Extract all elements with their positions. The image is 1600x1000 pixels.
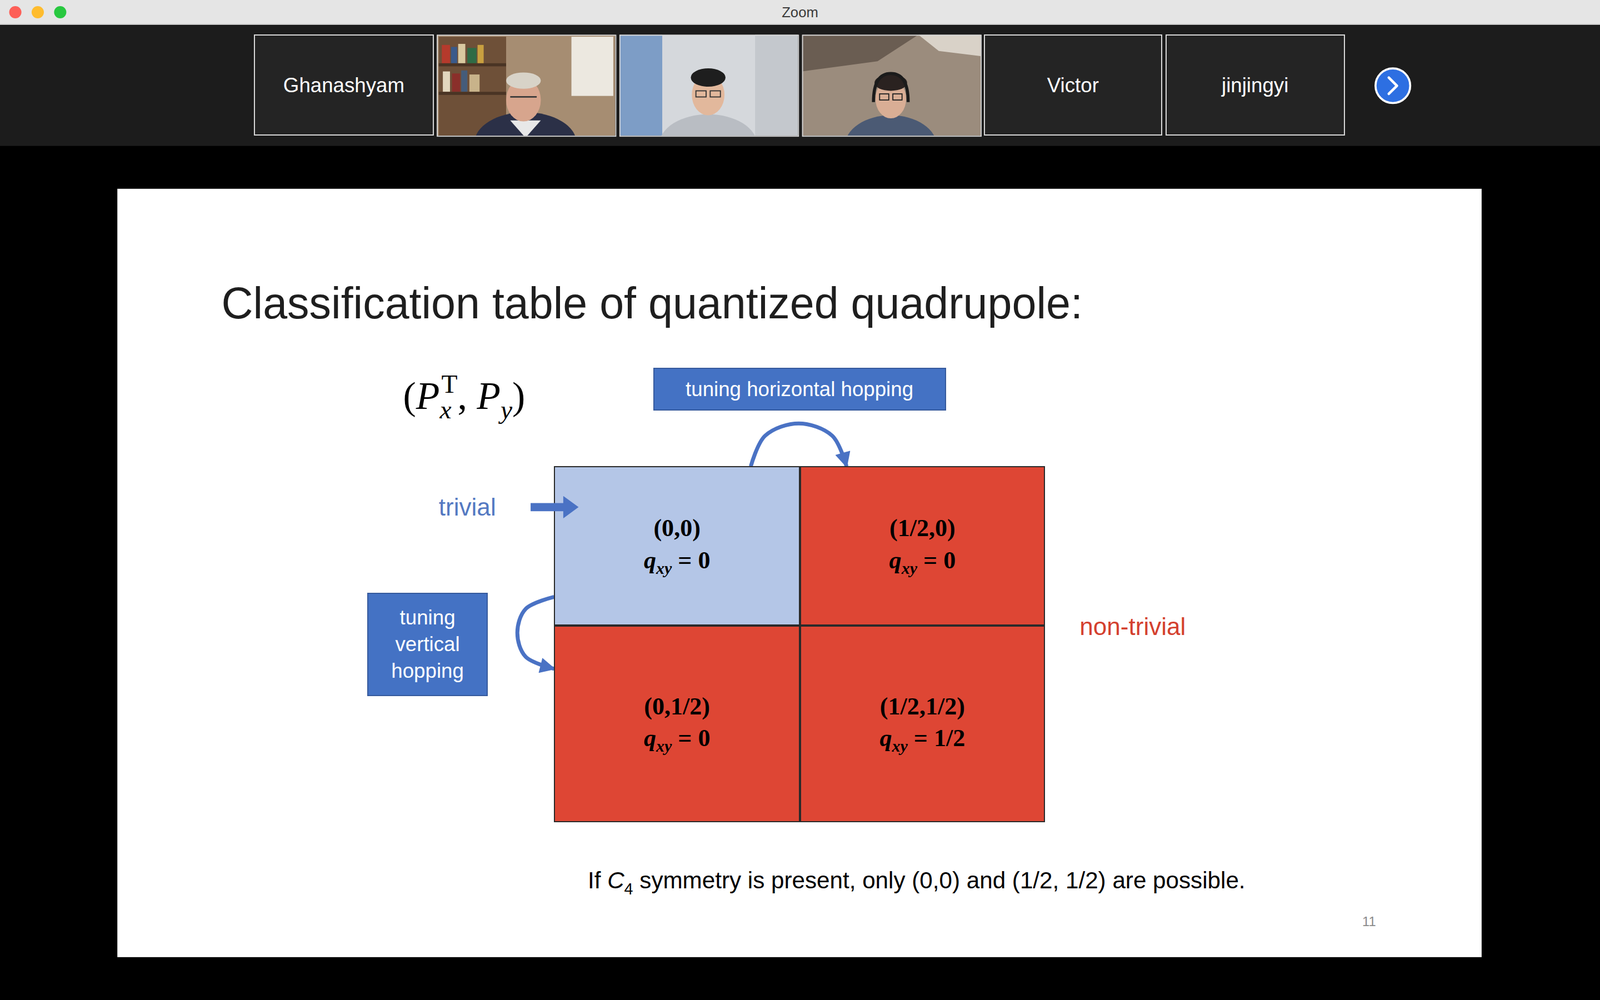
window-title: Zoom [781, 4, 819, 21]
curved-arrow [750, 423, 847, 467]
text-run: xy [656, 558, 672, 578]
pointer-arrowhead [563, 496, 579, 519]
text-run: q [889, 546, 902, 574]
text-run: = 0 [671, 724, 710, 752]
title-bar-edge [0, 23, 1600, 25]
text-run: , [457, 374, 477, 418]
phase-cell: (0,0)qxy = 0 [553, 466, 800, 626]
text-run: If [587, 867, 608, 894]
pointer-arrow [530, 503, 565, 512]
tuning-box: tuning vertical hopping [367, 592, 488, 697]
next-page-button [1375, 68, 1410, 103]
side-label: trivial [438, 493, 497, 522]
node-text: (0,1/2) [643, 690, 710, 723]
text-run: P [416, 374, 440, 418]
text-run: ) [512, 374, 525, 418]
node-text: tuning vertical hopping [368, 604, 487, 684]
tile-border [620, 35, 799, 137]
text-run: xy [901, 558, 918, 578]
node-text: (1/2,1/2) [880, 690, 965, 723]
slide-number: 11 [1362, 913, 1377, 930]
node-text: qxy = 0 [889, 544, 957, 580]
slide [117, 188, 1482, 958]
text-run: = 1/2 [907, 724, 966, 752]
text-run: xy [892, 737, 908, 756]
participant-tile: Victor [983, 34, 1163, 136]
text-run: y [500, 395, 513, 424]
node-text: Victor [1047, 72, 1099, 99]
text-run: ( [403, 374, 417, 418]
tuning-box: tuning horizontal hopping [653, 367, 947, 411]
video-tile [802, 34, 981, 136]
slide-title: Classification table of quantized quadru… [221, 277, 1083, 329]
text-run: q [879, 724, 892, 752]
text-run: xy [656, 737, 672, 756]
chevron-icon [1388, 77, 1398, 94]
participant-tile: Ghanashyam [253, 34, 434, 136]
video-tile [619, 34, 798, 136]
text-run: 4 [624, 879, 634, 898]
text-run: P [476, 374, 501, 418]
math-label: (PxT, Py) [403, 369, 526, 425]
title-bar [0, 0, 1600, 25]
node-text: qxy = 0 [643, 722, 711, 758]
node-text: qxy = 1/2 [879, 722, 965, 758]
phase-cell: (1/2,1/2)qxy = 1/2 [800, 625, 1045, 823]
node-text: jinjingyi [1221, 72, 1289, 99]
footnote: If C4 symmetry is present, only (0,0) an… [587, 867, 1246, 898]
phase-cell: (0,1/2)qxy = 0 [553, 625, 800, 823]
tile-border [437, 35, 616, 137]
text-run: = 0 [917, 546, 956, 574]
text-run: symmetry is present, only (0,0) and (1/2… [633, 867, 1246, 894]
text-run: T [441, 370, 458, 399]
text-run: = 0 [671, 546, 710, 574]
node-text: (0,0) [653, 512, 700, 544]
participant-strip [0, 25, 1600, 147]
text-run: C [607, 867, 624, 894]
node-text: Ghanashyam [283, 72, 405, 99]
text-run: x [439, 395, 452, 424]
node-text: (1/2,0) [889, 512, 956, 544]
curved-arrow [517, 596, 554, 669]
zoom-button [53, 6, 67, 19]
side-label: non-trivial [1079, 612, 1186, 641]
video-tile [436, 34, 615, 136]
node-text: tuning horizontal hopping [685, 376, 914, 403]
minimize-button [31, 6, 44, 19]
close-button [9, 6, 22, 19]
tile-border [802, 35, 982, 137]
phase-cell: (1/2,0)qxy = 0 [800, 466, 1045, 626]
text-run: q [643, 546, 657, 574]
participant-tile: jinjingyi [1165, 34, 1345, 136]
text-run: q [643, 724, 657, 752]
node-text: qxy = 0 [643, 544, 711, 580]
